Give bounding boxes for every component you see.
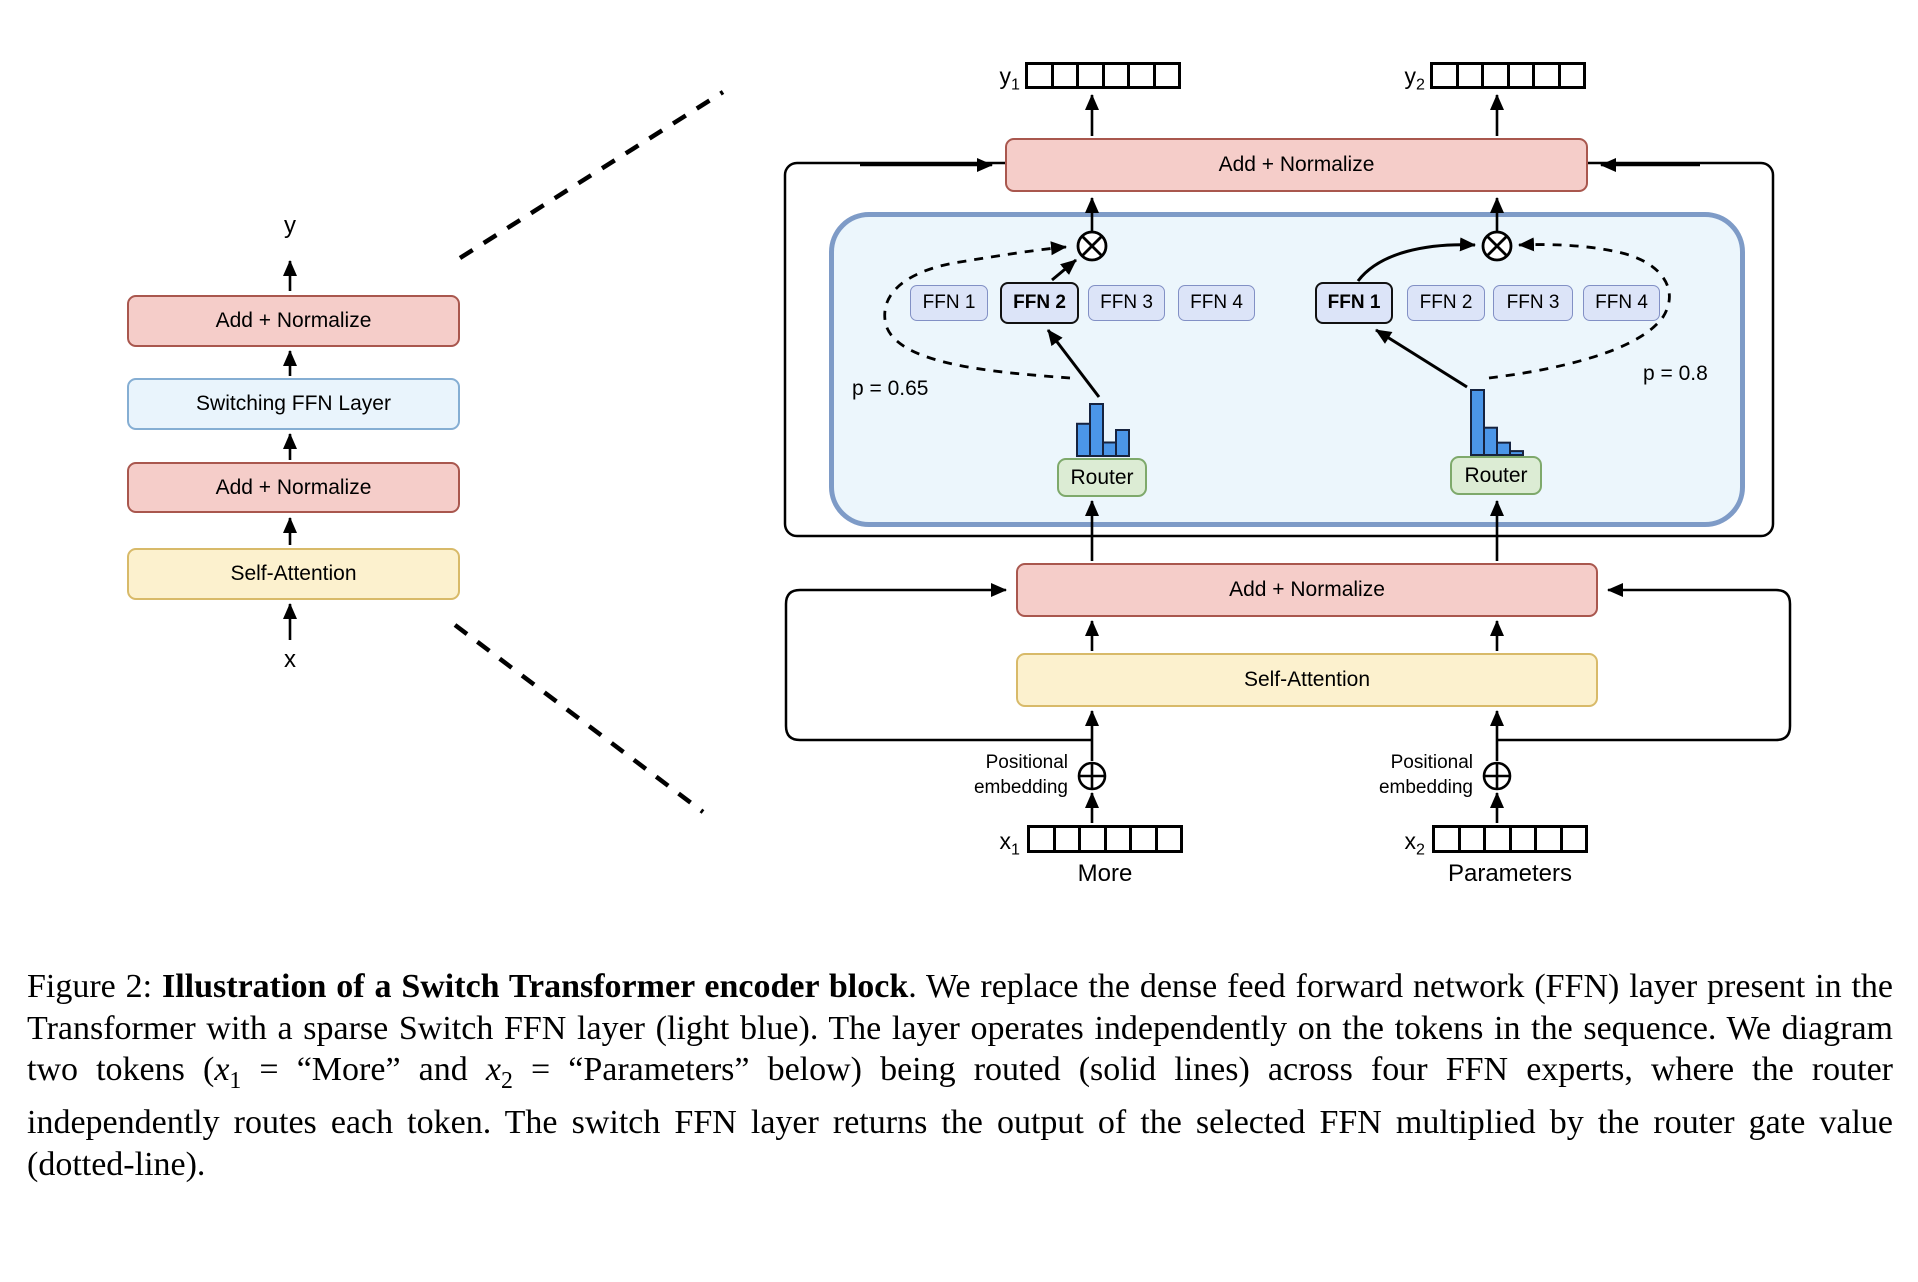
routing-arrows (1046, 237, 1476, 398)
ffn-expert-box: FFN 3 (1088, 285, 1165, 321)
x2-label: x2 (1404, 828, 1425, 859)
ffn-expert-box-selected: FFN 1 (1315, 282, 1393, 324)
router-probability-bar (1115, 429, 1130, 457)
router-probability-bar (1483, 426, 1498, 457)
y1-token-box (1025, 62, 1181, 89)
plus-icon (1482, 761, 1512, 791)
router-probability-histogram-token2 (1470, 389, 1524, 457)
router-probability-bar (1089, 403, 1104, 457)
token2-word: Parameters (1447, 860, 1573, 887)
caption-x1-var: x (214, 1051, 230, 1088)
router-probability-bar (1076, 422, 1091, 458)
y1-label: y1 (999, 63, 1020, 94)
ffn-expert-box: FFN 4 (1178, 285, 1255, 321)
router-box-token2: Router (1450, 456, 1542, 495)
gate-value-label-token1: p = 0.65 (852, 377, 929, 400)
ffn-expert-box: FFN 2 (1407, 285, 1485, 321)
left-switching-ffn-layer-box: Switching FFN Layer (127, 378, 460, 430)
encoder-add-normalize-mid-box: Add + Normalize (1016, 563, 1598, 617)
caption-body: = “Parameters” below) being routed (soli… (27, 1051, 1893, 1183)
left-add-normalize-bottom-box: Add + Normalize (127, 462, 460, 513)
caption-x1-sub: 1 (229, 1067, 242, 1094)
ffn-expert-box-selected: FFN 2 (1000, 282, 1079, 324)
left-input-label: x (284, 646, 296, 673)
y2-label: y2 (1404, 63, 1425, 94)
encoder-self-attention-box: Self-Attention (1016, 653, 1598, 707)
left-output-label: y (284, 212, 296, 239)
ffn-expert-box: FFN 1 (910, 285, 988, 321)
router-probability-bar (1496, 441, 1511, 456)
x2-token-box (1432, 825, 1588, 853)
router-probability-bar (1509, 450, 1524, 457)
gate-value-label-token2: p = 0.8 (1643, 362, 1708, 385)
ffn-expert-box: FFN 4 (1583, 285, 1660, 321)
ffn-expert-box: FFN 3 (1493, 285, 1573, 321)
router-probability-bar (1470, 389, 1485, 456)
encoder-add-normalize-top-box: Add + Normalize (1005, 138, 1588, 192)
token1-word: More (1077, 860, 1133, 887)
x1-token-box (1027, 825, 1183, 853)
figure-caption: Figure 2: Illustration of a Switch Trans… (27, 966, 1893, 1185)
caption-x2-sub: 2 (500, 1067, 513, 1094)
caption-bold-title: Illustration of a Switch Transformer enc… (162, 968, 909, 1005)
router-probability-histogram-token1 (1076, 403, 1130, 458)
caption-prefix: Figure 2: (27, 968, 162, 1005)
router-box-token1: Router (1057, 458, 1147, 497)
caption-x2-var: x (485, 1051, 501, 1088)
plus-icon (1077, 761, 1107, 791)
residual-skip-lower (784, 583, 1792, 742)
left-self-attention-box: Self-Attention (127, 548, 460, 600)
multiply-icon (1076, 230, 1108, 262)
gate-value-dotted-curves (883, 237, 1671, 380)
left-add-normalize-top-box: Add + Normalize (127, 295, 460, 347)
zoom-guide-lines (453, 90, 725, 814)
residual-skip-rect-upper (783, 161, 1775, 538)
x1-label: x1 (999, 828, 1020, 859)
multiply-icon (1481, 230, 1513, 262)
router-probability-bar (1102, 441, 1117, 458)
caption-body: . We replace the dense feed forward netw… (27, 968, 1894, 1088)
y2-token-box (1430, 62, 1586, 89)
caption-body: = “More” and (241, 1051, 486, 1088)
